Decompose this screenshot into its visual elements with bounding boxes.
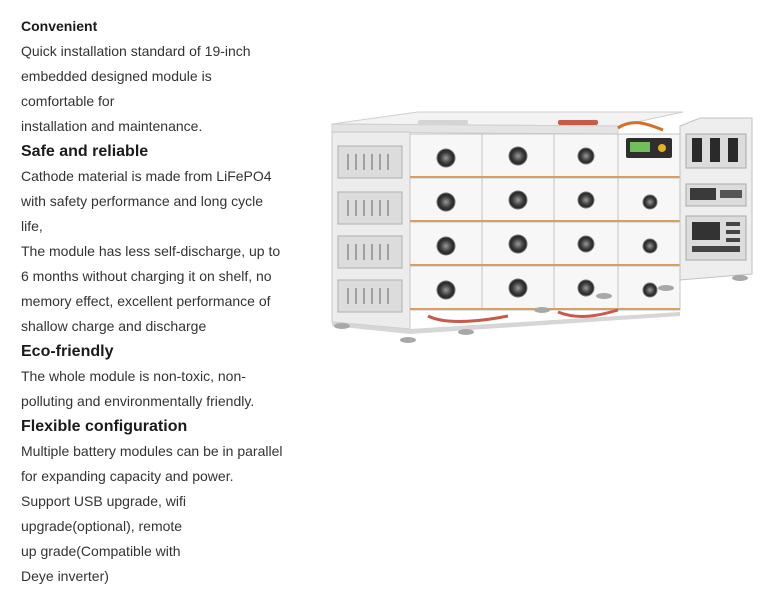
product-image (328, 104, 760, 354)
section-line: Multiple battery modules can be in paral… (21, 443, 283, 459)
section-title: Safe and reliable (21, 143, 149, 160)
section-line: polluting and environmentally friendly. (21, 393, 255, 409)
section-line: The module has less self-discharge, up t… (21, 243, 281, 259)
feature-list: Convenient Quick installation standard o… (21, 14, 321, 589)
section-convenient: Convenient Quick installation standard o… (21, 14, 321, 139)
section-safe-reliable: Safe and reliable Cathode material is ma… (21, 139, 321, 339)
section-line: up grade(Compatible with (21, 543, 181, 559)
section-line: The whole module is non-toxic, non- (21, 368, 246, 384)
section-line: 6 months without charging it on shelf, n… (21, 268, 272, 284)
section-line: comfortable for (21, 93, 115, 109)
section-line: memory effect, excellent performance of (21, 293, 271, 309)
section-line: with safety performance and long cycle (21, 193, 264, 209)
section-line: shallow charge and discharge (21, 318, 207, 334)
section-title: Flexible configuration (21, 418, 188, 435)
section-eco-friendly: Eco-friendly The whole module is non-tox… (21, 339, 321, 414)
battery-rack-icon (331, 111, 753, 343)
section-line: embedded designed module is (21, 68, 212, 84)
section-line: Support USB upgrade, wifi (21, 493, 186, 509)
section-line: installation and maintenance. (21, 118, 203, 134)
section-line: Deye inverter) (21, 568, 109, 584)
section-title: Eco-friendly (21, 343, 114, 360)
section-line: for expanding capacity and power. (21, 468, 234, 484)
section-flexible-configuration: Flexible configuration Multiple battery … (21, 414, 321, 589)
section-line: Cathode material is made from LiFePO4 (21, 168, 272, 184)
section-title: Convenient (21, 18, 98, 34)
section-line: life, (21, 218, 43, 234)
section-line: Quick installation standard of 19-inch (21, 43, 251, 59)
section-line: upgrade(optional), remote (21, 518, 183, 534)
